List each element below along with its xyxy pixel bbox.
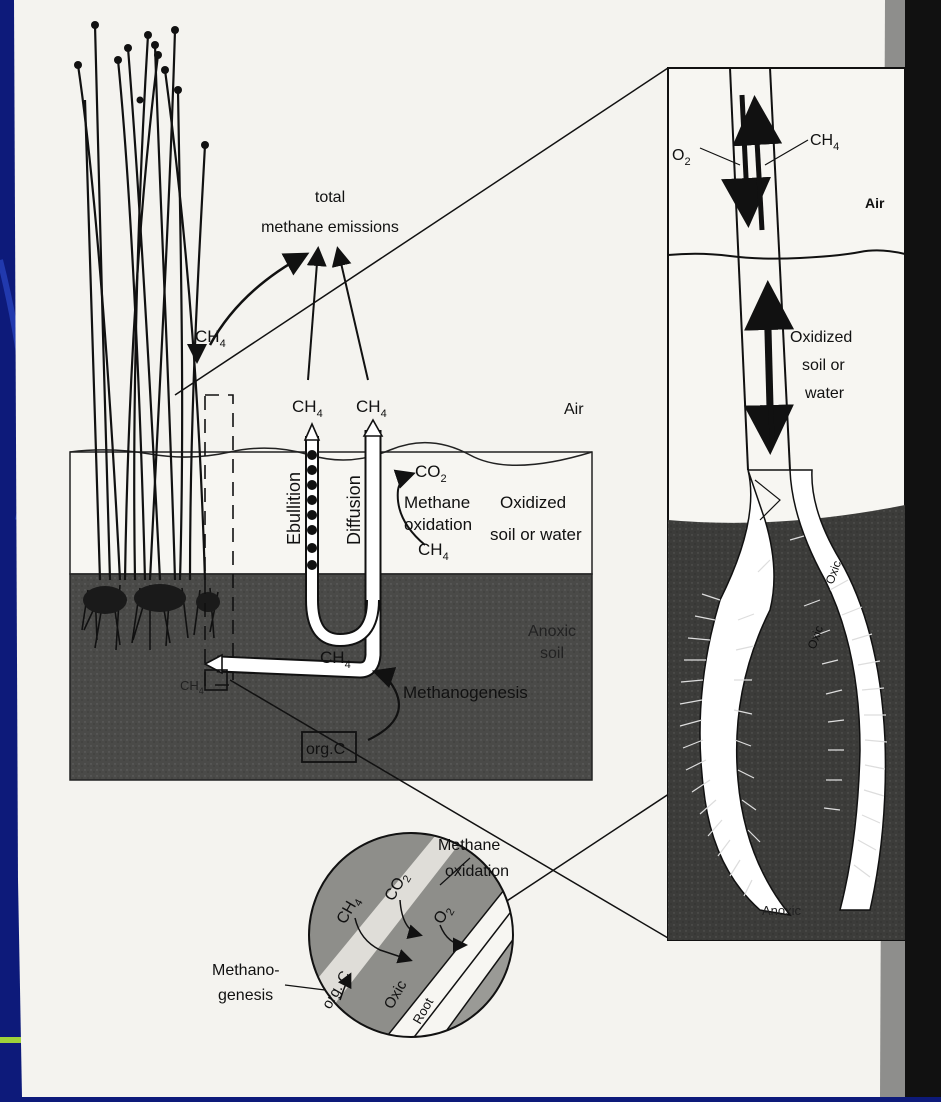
inset-methanogenesis-2: genesis bbox=[218, 987, 273, 1004]
ebullition-label: Ebullition bbox=[284, 472, 304, 545]
main-air-label: Air bbox=[564, 401, 584, 418]
methane-oxidation-label-2: oxidation bbox=[404, 515, 472, 534]
anoxic-label-2: soil bbox=[540, 645, 564, 662]
root-anoxic-label: Anoxic bbox=[762, 903, 802, 918]
diffusion-label: Diffusion bbox=[344, 475, 364, 545]
anoxic-label-1: Anoxic bbox=[528, 623, 576, 640]
root-panel-oxidized-1: Oxidized bbox=[790, 329, 852, 346]
total-emissions-label-2: methane emissions bbox=[261, 219, 399, 236]
root-panel-air-label: Air bbox=[865, 195, 885, 211]
root-panel-oxidized-3: water bbox=[804, 385, 845, 402]
scan-edge bbox=[905, 0, 941, 1097]
main-oxidized-label-1: Oxidized bbox=[500, 493, 566, 512]
inset-methane-oxidation-1: Methane bbox=[438, 837, 500, 854]
main-oxidized-label-2: soil or water bbox=[490, 525, 582, 544]
root-panel: O2 CH4 Air Oxidized soil or water Oxic O… bbox=[668, 68, 905, 940]
methanogenesis-label: Methanogenesis bbox=[403, 683, 528, 702]
root-panel-oxidized-2: soil or bbox=[802, 357, 845, 374]
methane-oxidation-label-1: Methane bbox=[404, 493, 470, 512]
inset-methanogenesis-1: Methano- bbox=[212, 962, 280, 979]
oxidized-layer bbox=[70, 452, 592, 574]
total-emissions-label-1: total bbox=[315, 189, 345, 206]
